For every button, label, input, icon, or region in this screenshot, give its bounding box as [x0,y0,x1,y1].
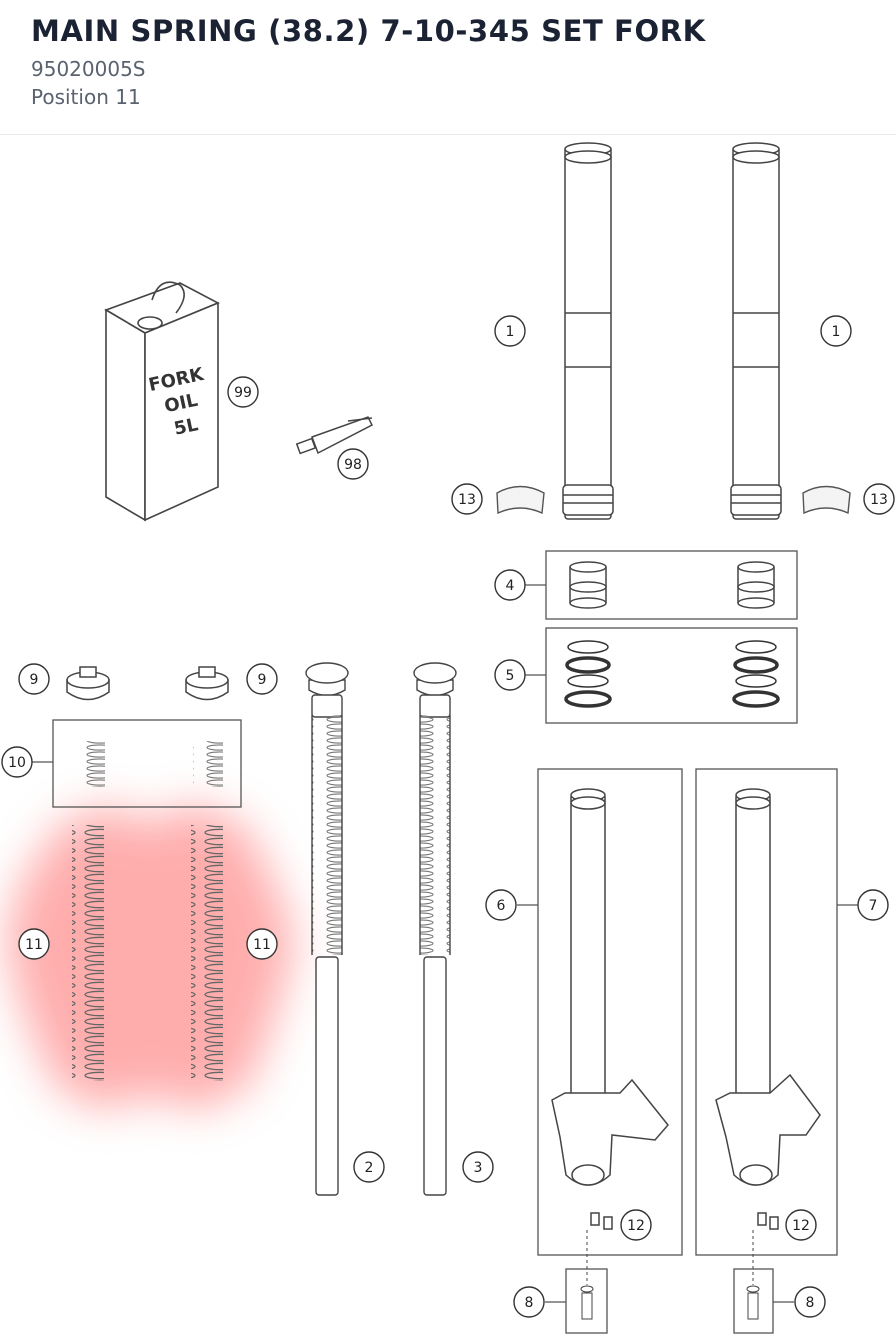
callout-5[interactable]: 5 [494,659,526,691]
damping-cartridge-right[interactable] [413,662,457,1196]
svg-text:98: 98 [344,457,362,473]
grease-tube[interactable] [295,416,374,455]
callout-6[interactable]: 6 [485,889,517,921]
callout-1-left[interactable]: 1 [494,315,526,347]
svg-text:1: 1 [506,324,515,340]
callout-9-left[interactable]: 9 [18,663,50,695]
outer-tube-right[interactable] [730,142,782,520]
axle-bolt-right[interactable] [733,1230,794,1334]
callout-10[interactable]: 10 [1,746,33,778]
svg-text:11: 11 [25,937,43,953]
svg-text:4: 4 [506,578,515,594]
callout-3[interactable]: 3 [462,1151,494,1183]
callout-13-left[interactable]: 13 [451,483,483,515]
bushing-set-box[interactable] [525,550,798,620]
part-title: MAIN SPRING (38.2) 7-10-345 SET FORK [31,14,706,48]
oil-can-label-line3: 5L [172,414,200,440]
fork-protector-left[interactable] [496,485,545,515]
svg-text:3: 3 [474,1160,483,1176]
svg-text:12: 12 [627,1218,645,1234]
damping-cartridge-left[interactable] [305,662,349,1196]
svg-text:6: 6 [497,898,506,914]
fork-oil-can[interactable]: FORK OIL 5L [104,281,220,522]
callout-99[interactable]: 99 [227,376,259,408]
callout-13-right[interactable]: 13 [863,483,895,515]
part-number: 95020005S [31,57,146,81]
callout-4[interactable]: 4 [494,569,526,601]
svg-text:5: 5 [506,668,515,684]
callout-8-left[interactable]: 8 [513,1286,545,1318]
screw-cap-left[interactable] [66,666,110,701]
part-header: MAIN SPRING (38.2) 7-10-345 SET FORK 950… [0,0,896,135]
svg-text:13: 13 [458,492,476,508]
callout-11-left[interactable]: 11 [18,928,50,960]
callout-98[interactable]: 98 [337,448,369,480]
callout-9-right[interactable]: 9 [246,663,278,695]
selected-part-highlight [5,803,295,1110]
inner-tube-left[interactable] [517,768,683,1256]
inner-tube-right[interactable] [695,768,858,1256]
part-position: Position 11 [31,85,141,109]
callout-7[interactable]: 7 [857,889,889,921]
main-spring-left[interactable] [72,825,104,1081]
svg-text:10: 10 [8,755,26,771]
svg-text:7: 7 [869,898,878,914]
preload-spring-box[interactable] [32,719,242,808]
svg-text:8: 8 [806,1295,815,1311]
svg-text:9: 9 [258,672,267,688]
fork-protector-right[interactable] [802,485,851,515]
callout-8-right[interactable]: 8 [794,1286,826,1318]
seal-set-box[interactable] [525,627,798,724]
callout-11-right[interactable]: 11 [246,928,278,960]
svg-text:99: 99 [234,385,252,401]
axle-bolt-left[interactable] [545,1230,608,1334]
svg-text:13: 13 [870,492,888,508]
outer-tube-left[interactable] [562,142,614,520]
screw-cap-right[interactable] [185,666,229,701]
svg-text:2: 2 [365,1160,374,1176]
main-spring-right[interactable] [191,825,223,1081]
svg-text:9: 9 [30,672,39,688]
callout-12-right[interactable]: 12 [785,1209,817,1241]
svg-text:8: 8 [525,1295,534,1311]
exploded-parts-diagram: FORK OIL 5L [0,135,896,1335]
svg-text:12: 12 [792,1218,810,1234]
callout-12-left[interactable]: 12 [620,1209,652,1241]
callout-2[interactable]: 2 [353,1151,385,1183]
callout-1-right[interactable]: 1 [820,315,852,347]
svg-text:11: 11 [253,937,271,953]
svg-text:1: 1 [832,324,841,340]
